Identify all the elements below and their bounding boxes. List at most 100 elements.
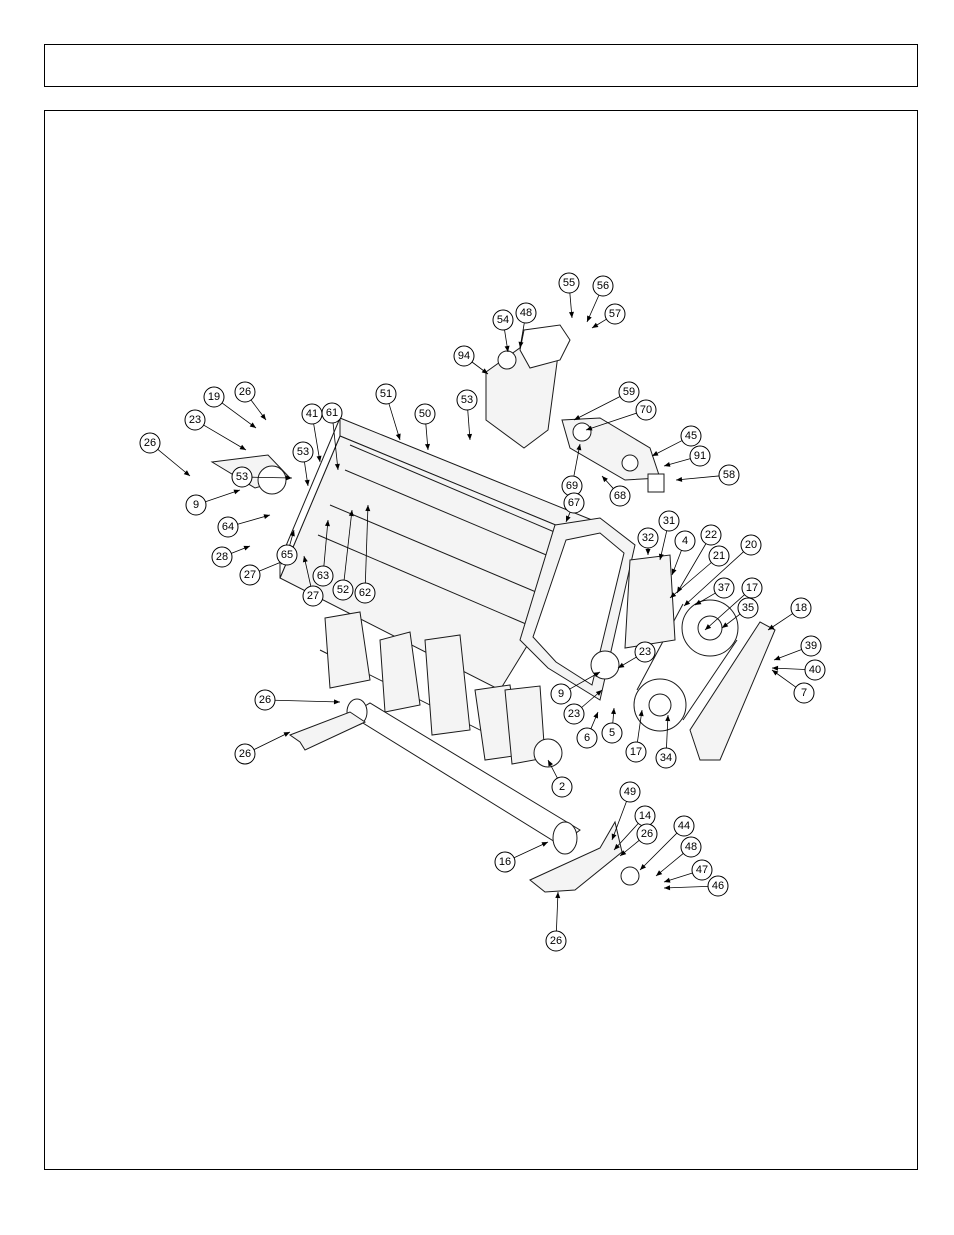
left-bearing: [210, 454, 291, 495]
callout-arrowhead: [664, 877, 671, 883]
callout-46: 46: [707, 875, 729, 897]
callout-53: 53: [292, 441, 314, 463]
callout-number: 5: [609, 727, 615, 739]
callout-number: 68: [614, 490, 626, 502]
callout-number: 65: [281, 549, 293, 561]
callout-circle: [234, 381, 256, 403]
callout-5: 5: [601, 722, 623, 744]
callout-number: 32: [642, 532, 654, 544]
callout-number: 91: [694, 450, 706, 462]
callout-circle: [718, 464, 740, 486]
callout-arrowhead: [316, 455, 322, 462]
callout-number: 40: [809, 664, 821, 676]
callout-circle: [203, 386, 225, 408]
callout-48: 48: [515, 302, 537, 324]
callout-arrowhead: [705, 624, 712, 630]
callout-circle: [550, 683, 572, 705]
callout-circle: [563, 703, 585, 725]
callout-leader: [205, 489, 241, 503]
callout-number: 46: [712, 880, 724, 892]
callout-arrowhead: [640, 863, 647, 870]
callout-64: 64: [217, 516, 239, 538]
callout-26: 26: [545, 930, 567, 952]
header-box: [44, 44, 918, 87]
callout-number: 27: [307, 590, 319, 602]
callout-number: 51: [380, 388, 392, 400]
callout-number: 2: [559, 781, 565, 793]
callout-26: 26: [254, 689, 276, 711]
callout-circle: [609, 485, 631, 507]
callout-arrowhead: [263, 514, 270, 520]
callout-arrowhead: [638, 710, 644, 717]
callout-number: 37: [718, 582, 730, 594]
callout-37: 37: [713, 577, 735, 599]
callout-arrowhead: [566, 515, 571, 522]
callout-leader: [611, 801, 627, 841]
callout-52: 52: [332, 579, 354, 601]
callout-arrowhead: [574, 415, 581, 420]
callout-circle: [312, 565, 334, 587]
callout-number: 34: [660, 752, 672, 764]
callout-arrowhead: [592, 322, 599, 328]
callout-circle: [635, 399, 657, 421]
callout-number: 27: [244, 569, 256, 581]
callout-number: 26: [144, 437, 156, 449]
callout-number: 22: [705, 529, 717, 541]
callout-leader: [513, 841, 549, 859]
callout-arrowhead: [260, 413, 266, 420]
callout-circle: [558, 272, 580, 294]
callout-circle: [655, 747, 677, 769]
callout-leader: [675, 475, 720, 481]
callout-number: 18: [795, 602, 807, 614]
callout-number: 26: [550, 935, 562, 947]
callout-50: 50: [414, 403, 436, 425]
callout-number: 21: [713, 550, 725, 562]
callout-arrowhead: [664, 461, 671, 467]
callout-26: 26: [234, 743, 256, 765]
callout-number: 54: [497, 314, 509, 326]
callout-number: 94: [458, 350, 470, 362]
top-mount-bracket: [485, 324, 571, 449]
callout-arrowhead: [518, 341, 524, 348]
right-bearing: [590, 650, 620, 680]
callout-54: 54: [492, 309, 514, 331]
callout-23: 23: [184, 409, 206, 431]
callout-arrowhead: [285, 475, 292, 481]
callout-arrowhead: [243, 545, 250, 551]
callout-arrowhead: [365, 505, 371, 512]
callout-number: 55: [563, 277, 575, 289]
callout-arrowhead: [620, 850, 627, 856]
callout-27: 27: [302, 585, 324, 607]
callout-arrowhead: [645, 549, 651, 555]
callout-9: 9: [185, 494, 207, 516]
callout-number: 7: [801, 687, 807, 699]
callout-61: 61: [321, 402, 343, 424]
callout-leader: [663, 885, 709, 889]
callout-22: 22: [700, 524, 722, 546]
callout-arrowhead: [602, 476, 608, 483]
main-housing: [279, 417, 593, 691]
diagram-frame: [44, 110, 918, 1170]
callout-49: 49: [619, 781, 641, 803]
callout-circle: [563, 492, 585, 514]
callout-circle: [737, 597, 759, 619]
callout-number: 63: [317, 570, 329, 582]
callout-arrowhead: [611, 833, 617, 840]
callout-26: 26: [139, 432, 161, 454]
callout-number: 67: [568, 497, 580, 509]
callout-arrowhead: [249, 422, 256, 428]
callout-circle: [375, 383, 397, 405]
callout-circle: [254, 689, 276, 711]
callout-arrowhead: [656, 870, 663, 876]
callout-circle: [601, 722, 623, 744]
callout-number: 49: [624, 786, 636, 798]
callout-number: 31: [663, 515, 675, 527]
callout-number: 23: [639, 646, 651, 658]
callout-arrowhead: [772, 670, 779, 676]
callout-35: 35: [737, 597, 759, 619]
callout-circle: [576, 727, 598, 749]
callout-number: 56: [597, 280, 609, 292]
callout-47: 47: [691, 859, 713, 881]
callout-circle: [680, 425, 702, 447]
callout-arrowhead: [302, 556, 308, 563]
